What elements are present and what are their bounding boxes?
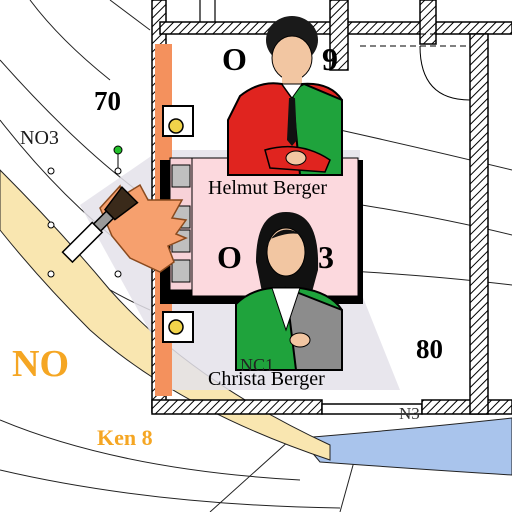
wall-outlet-upper[interactable] [162,105,194,137]
occupant-name-label[interactable]: Christa Berger [208,368,325,390]
selection-handles[interactable] [47,145,123,278]
desk-label-left: O [222,41,247,77]
avatar-helmut-berger[interactable] [227,16,343,176]
desk-label-right: 9 [322,41,338,77]
street-label: Ken 8 [97,425,153,450]
zone-label: NO [12,343,69,385]
occupant-name-label[interactable]: Helmut Berger [208,177,328,199]
room-number-70: 70 [94,86,121,116]
room-label-no3: NO3 [20,127,59,149]
room-number-80: 80 [416,334,443,364]
desk-label-left: O [217,239,242,275]
river-band [298,417,512,476]
desk-label-right: 3 [318,239,334,275]
avatar-christa-berger[interactable] [235,212,343,371]
zone-stripe [0,169,331,461]
paintbrush-icon[interactable] [60,183,188,273]
corridor-label: N3 [399,404,420,423]
wall-outlet-lower[interactable] [162,311,194,343]
occluded-desk-label: NC1 [240,355,275,375]
